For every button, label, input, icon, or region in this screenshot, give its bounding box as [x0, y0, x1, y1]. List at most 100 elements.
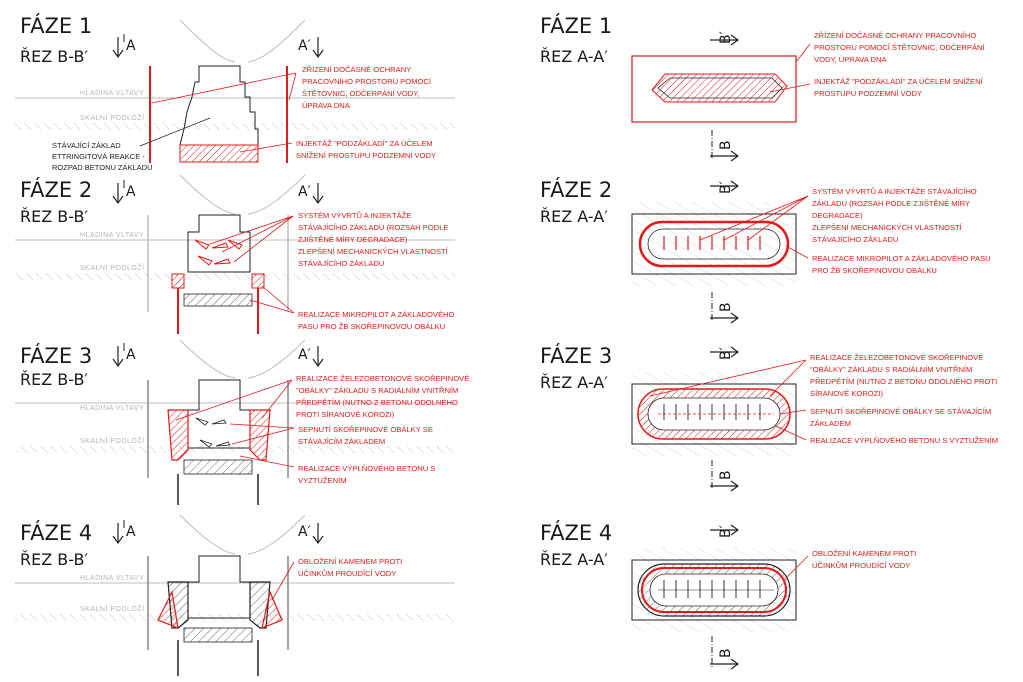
svg-text:B′: B′	[718, 525, 734, 538]
svg-text:SYSTÉM VÝVRTŮ A INJEKTÁŽE: SYSTÉM VÝVRTŮ A INJEKTÁŽE	[298, 211, 411, 220]
svg-text:REALIZACE MIKROPILOT A ZÁKLADO: REALIZACE MIKROPILOT A ZÁKLADOVÉHO	[298, 310, 455, 319]
phase-title: FÁZE 4	[20, 520, 92, 545]
svg-text:ETTRINGITOVÁ REAKCE -: ETTRINGITOVÁ REAKCE -	[52, 152, 145, 161]
section-title: ŘEZ B-B′	[20, 370, 88, 389]
phase-title: FÁZE 1	[540, 13, 612, 38]
svg-text:B′: B′	[718, 181, 734, 194]
phase-title: FÁZE 2	[20, 177, 92, 202]
svg-text:OBLOŽENÍ KAMENEM PROTI: OBLOŽENÍ KAMENEM PROTI	[812, 549, 916, 558]
section-title: ŘEZ A-A′	[540, 207, 608, 226]
svg-text:PRO ŽB SKOŘEPINOVOU OBÁLKU: PRO ŽB SKOŘEPINOVOU OBÁLKU	[812, 266, 937, 275]
svg-text:ROZPAD BETONU ZÁKLADU: ROZPAD BETONU ZÁKLADU	[52, 163, 153, 172]
svg-text:SYSTÉM VÝVRTŮ A INJEKTÁŽE STÁV: SYSTÉM VÝVRTŮ A INJEKTÁŽE STÁVAJÍCÍHO	[812, 187, 977, 196]
svg-text:OBLOŽENÍ KAMENEM PROTI: OBLOŽENÍ KAMENEM PROTI	[298, 557, 402, 566]
svg-text:VODY, ÚPRAVA DNA: VODY, ÚPRAVA DNA	[814, 55, 888, 64]
section-mark-a-prime: A′	[298, 346, 324, 368]
section-mark-b-prime: B′	[710, 524, 740, 538]
svg-text:INJEKTÁŽ "PODZÁKLADÍ" ZA ÚČELE: INJEKTÁŽ "PODZÁKLADÍ" ZA ÚČELEM SNÍŽENÍ	[814, 77, 984, 86]
svg-text:INJEKTÁŽ "PODZÁKLADÍ" ZA ÚČELE: INJEKTÁŽ "PODZÁKLADÍ" ZA ÚČELEM	[296, 139, 433, 148]
note-right-3b: SEPNUTÍ SKOŘEPINOVÉ OBÁLKY SE STÁVAJÍCÍM…	[779, 407, 991, 428]
svg-text:A′: A′	[298, 524, 311, 540]
svg-text:A′: A′	[298, 347, 311, 363]
svg-text:A: A	[126, 347, 136, 363]
svg-text:PRACOVNÍHO PROSTORU POMOCÍ: PRACOVNÍHO PROSTORU POMOCÍ	[302, 77, 432, 86]
svg-text:ZÁKLADU (ROZSAH PODLE ZJIŠTĚNÉ: ZÁKLADU (ROZSAH PODLE ZJIŠTĚNÉ MÍRY	[812, 199, 970, 208]
phase-title: FÁZE 1	[20, 13, 92, 38]
section-title: ŘEZ A-A′	[540, 47, 608, 66]
svg-text:B: B	[718, 648, 734, 658]
svg-text:B: B	[718, 302, 734, 312]
section-mark-a: A	[112, 343, 136, 368]
section-mark-a: A	[112, 180, 136, 205]
note-right-1b: INJEKTÁŽ "PODZÁKLADÍ" ZA ÚČELEM SNÍŽENÍ …	[769, 77, 984, 98]
note-left-4a: OBLOŽENÍ KAMENEM PROTI ÚČINKŮM PROUDÍCÍ …	[271, 557, 402, 601]
section-title: ŘEZ B-B′	[20, 47, 88, 66]
water-level-label: HLADINA VLTAVY	[80, 90, 144, 97]
svg-text:DEGRADACE): DEGRADACE)	[812, 211, 863, 220]
note-right-2b: REALIZACE MIKROPILOT A ZÁKLADOVÉHO PASU …	[785, 245, 991, 275]
note-right-3a: REALIZACE ŽELEZOBETONOVÉ SKOŘEPINOVÉ "OB…	[649, 353, 997, 398]
left-phase-3: FÁZE 3 ŘEZ B-B′ A A′ HLADINA VLTAVY SKAL…	[15, 339, 469, 505]
svg-text:SÍRANOVÉ KOROZI): SÍRANOVÉ KOROZI)	[810, 389, 883, 398]
section-mark-b: B	[710, 130, 740, 162]
svg-text:REALIZACE VÝPLŇOVÉHO BETONU S: REALIZACE VÝPLŇOVÉHO BETONU S VYZTUŽENÍM	[810, 436, 998, 445]
svg-text:REALIZACE ŽELEZOBETONOVÉ SKOŘE: REALIZACE ŽELEZOBETONOVÉ SKOŘEPINOVÉ	[296, 374, 469, 383]
svg-text:ZŘÍZENÍ DOČASNÉ OCHRANY PRACOV: ZŘÍZENÍ DOČASNÉ OCHRANY PRACOVNÍHO	[814, 31, 976, 40]
svg-text:"OBÁLKY" ZÁKLADU S RADIÁLNÍM V: "OBÁLKY" ZÁKLADU S RADIÁLNÍM VNITŘNÍM	[296, 386, 458, 395]
svg-text:ZJIŠTĚNÉ MÍRY DEGRADACE): ZJIŠTĚNÉ MÍRY DEGRADACE)	[298, 235, 408, 244]
svg-text:B: B	[718, 470, 734, 480]
svg-text:VYZTUŽENÍM: VYZTUŽENÍM	[298, 476, 347, 485]
note-right-3c: REALIZACE VÝPLŇOVÉHO BETONU S VYZTUŽENÍM	[775, 425, 998, 445]
left-phase-4: FÁZE 4 ŘEZ B-B′ A A′ HLADINA VLTAVY SKAL…	[15, 514, 455, 676]
note-left-1b: INJEKTÁŽ "PODZÁKLADÍ" ZA ÚČELEM SNÍŽENÍ …	[239, 139, 436, 160]
svg-text:PROSTORU POMOCÍ ŠTĚTOVNIC, ODČ: PROSTORU POMOCÍ ŠTĚTOVNIC, ODČERPÁNÍ	[814, 43, 985, 52]
section-title: ŘEZ A-A′	[540, 373, 608, 392]
note-left-2b: REALIZACE MIKROPILOT A ZÁKLADOVÉHO PASU …	[249, 285, 455, 331]
svg-text:STÁVAJÍCÍHO ZÁKLADU: STÁVAJÍCÍHO ZÁKLADU	[298, 259, 384, 268]
note-left-3a: REALIZACE ŽELEZOBETONOVÉ SKOŘEPINOVÉ "OB…	[175, 374, 469, 421]
svg-text:ZŘÍZENÍ DOČASNÉ OCHRANY: ZŘÍZENÍ DOČASNÉ OCHRANY	[302, 65, 411, 74]
bedrock-hatch	[15, 446, 455, 453]
svg-text:REALIZACE MIKROPILOT A ZÁKLADO: REALIZACE MIKROPILOT A ZÁKLADOVÉHO PASU	[812, 254, 991, 263]
svg-text:ÚČINKŮM PROUDÍCÍ VODY: ÚČINKŮM PROUDÍCÍ VODY	[812, 561, 910, 570]
micropiles-plan	[663, 236, 761, 250]
svg-text:ÚPRAVA DNA: ÚPRAVA DNA	[302, 101, 351, 110]
svg-text:ŠTĚTOVNIC, ODČERPÁNÍ VODY,: ŠTĚTOVNIC, ODČERPÁNÍ VODY,	[302, 89, 419, 98]
section-mark-b: B	[710, 636, 740, 670]
right-phase-3: FÁZE 3 ŘEZ A-A′ B′ B REALIZACE ŽELEZOBET…	[540, 343, 998, 492]
svg-text:SEPNUTÍ SKOŘEPINOVÉ OBÁLKY SE: SEPNUTÍ SKOŘEPINOVÉ OBÁLKY SE STÁVAJÍCÍM	[810, 407, 991, 416]
svg-text:PŘEDPĚTÍM (NUTNO Z BETONU ODOL: PŘEDPĚTÍM (NUTNO Z BETONU ODOLNÉHO	[296, 398, 458, 407]
section-mark-b-prime: B′	[710, 180, 740, 194]
svg-text:REALIZACE VÝPLŇOVÉHO BETONU S: REALIZACE VÝPLŇOVÉHO BETONU S	[298, 464, 435, 473]
left-phase-1: FÁZE 1 ŘEZ B-B′ A A′ HLADINA VLTAVY SKAL…	[15, 13, 455, 172]
svg-text:SNÍŽENÍ PROSTUPU PODZEMNÍ VODY: SNÍŽENÍ PROSTUPU PODZEMNÍ VODY	[296, 151, 436, 160]
note-right-2a: SYSTÉM VÝVRTŮ A INJEKTÁŽE STÁVAJÍCÍHO ZÁ…	[699, 187, 977, 244]
phase-title: FÁZE 3	[540, 343, 612, 368]
svg-text:ZÁKLADEM: ZÁKLADEM	[810, 419, 851, 428]
bedrock-label: SKALNÍ PODLOŽÍ	[80, 436, 145, 445]
svg-text:A′: A′	[298, 184, 311, 200]
section-mark-a-prime: A′	[298, 523, 324, 545]
bedrock-label: SKALNÍ PODLOŽÍ	[80, 113, 145, 122]
section-mark-a: A	[112, 520, 136, 545]
svg-text:REALIZACE ŽELEZOBETONOVÉ SKOŘE: REALIZACE ŽELEZOBETONOVÉ SKOŘEPINOVÉ	[810, 353, 983, 362]
phase-title: FÁZE 3	[20, 343, 92, 368]
svg-text:PROTI SÍRANOVÉ KOROZI): PROTI SÍRANOVÉ KOROZI)	[296, 410, 395, 419]
svg-text:B′: B′	[718, 347, 734, 360]
svg-text:PASU PRO ŽB SKOŘEPINOVOU OBÁLK: PASU PRO ŽB SKOŘEPINOVOU OBÁLKU	[298, 322, 445, 331]
right-phase-1: FÁZE 1 ŘEZ A-A′ B′ B ZŘÍZENÍ DOČASNÉ OCH…	[540, 13, 985, 162]
right-phase-4: FÁZE 4 ŘEZ A-A′ B′ B OBLOŽENÍ KAMENEM PR…	[540, 520, 916, 670]
water-level-label: HLADINA VLTAVY	[80, 405, 144, 412]
bedrock-label: SKALNÍ PODLOŽÍ	[80, 604, 145, 613]
note-right-4a: OBLOŽENÍ KAMENEM PROTI ÚČINKŮM PROUDÍCÍ …	[783, 549, 916, 581]
bedrock-hatch	[15, 123, 455, 130]
svg-text:"OBÁLKY" ZÁKLADU S RADIÁLNÍM V: "OBÁLKY" ZÁKLADU S RADIÁLNÍM VNITŘNÍM	[810, 365, 972, 374]
section-mark-b: B	[710, 292, 740, 324]
anchors-plan	[658, 404, 774, 420]
note-left-3b: SEPNUTÍ SKOŘEPINOVÉ OBÁLKY SE STÁVAJÍCÍM…	[229, 423, 433, 446]
section-mark-b-prime: B′	[710, 31, 740, 46]
existing-foundation-label: STÁVAJÍCÍ ZÁKLAD ETTRINGITOVÁ REAKCE - R…	[52, 117, 211, 172]
svg-text:STÁVAJÍCÍM ZÁKLADEM: STÁVAJÍCÍM ZÁKLADEM	[298, 437, 385, 446]
grout-zone	[179, 144, 259, 163]
